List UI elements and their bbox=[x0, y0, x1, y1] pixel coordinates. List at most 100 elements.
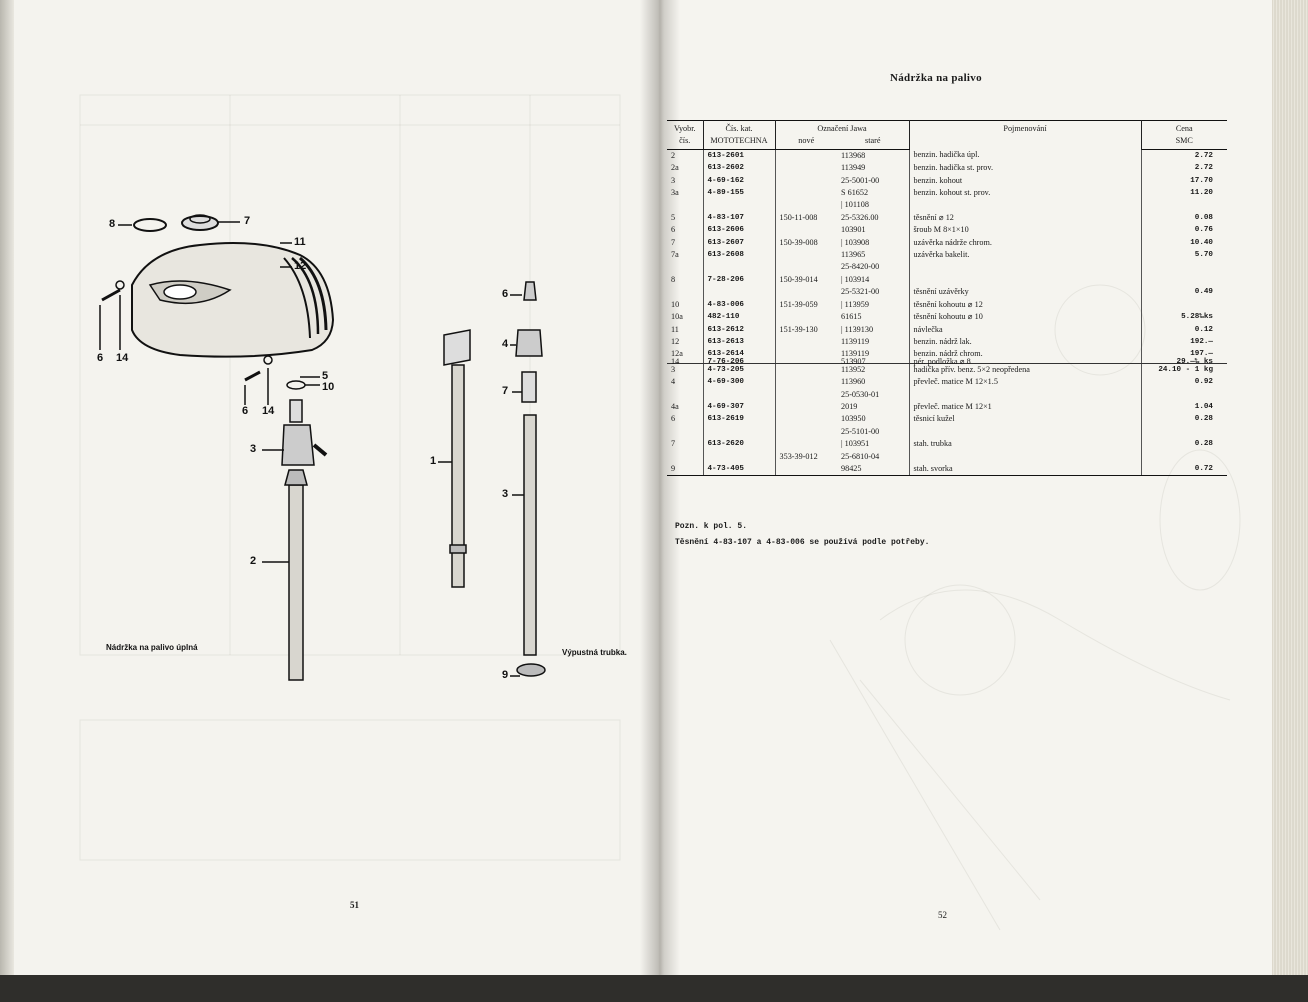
cell-price bbox=[1141, 299, 1227, 311]
cell-new: 150-11-008 bbox=[779, 212, 818, 222]
cell-cat: 482-110 bbox=[703, 311, 776, 324]
cell-price: 192.— bbox=[1190, 337, 1213, 346]
cell-new: 151-39-130 bbox=[779, 324, 818, 334]
cell-old: 113968 bbox=[837, 149, 910, 163]
cell-old: 61615 bbox=[837, 311, 910, 324]
cell-cat bbox=[703, 261, 776, 274]
cell-name: stah. svorka bbox=[909, 462, 1142, 477]
cell-new bbox=[775, 376, 837, 388]
bottom-shadow bbox=[0, 975, 1308, 1002]
cell-price: 10.40 bbox=[1190, 238, 1213, 247]
cell-new bbox=[775, 249, 837, 261]
cell-price: 2.72 bbox=[1194, 164, 1213, 173]
cell-old: 25-5101-00 bbox=[837, 425, 910, 439]
callout-7: 7 bbox=[244, 215, 251, 227]
cell-old: 25-0530-01 bbox=[837, 388, 910, 401]
cell-no bbox=[667, 286, 704, 299]
cell-no: 10 bbox=[667, 298, 704, 312]
callout-6-right: 6 bbox=[502, 288, 509, 300]
cell-no: 9 bbox=[667, 462, 704, 477]
cell-no: 14 bbox=[667, 358, 704, 365]
callout-9: 9 bbox=[502, 669, 509, 681]
outlet-tube bbox=[451, 364, 465, 588]
cell-cat: 613-2606 bbox=[703, 224, 776, 237]
header-cis: čís. bbox=[667, 135, 704, 150]
note-line-2: Těsnění 4-83-107 a 4-83-006 se používá p… bbox=[675, 538, 930, 547]
cell-cat: 4-69-162 bbox=[703, 174, 776, 188]
left-page-edge bbox=[0, 0, 14, 975]
cell-price: 0.49 bbox=[1194, 288, 1213, 297]
cell-old: S 61652 bbox=[837, 187, 910, 200]
table-row: 25-0530-01 bbox=[667, 388, 1227, 401]
cell-no: 7 bbox=[667, 438, 704, 451]
cell-price: 0.08 bbox=[1194, 213, 1213, 222]
cell-cat: 4-89-155 bbox=[703, 187, 776, 200]
cell-no: 4 bbox=[667, 376, 704, 389]
cell-no bbox=[667, 425, 704, 439]
cell-price bbox=[1141, 426, 1227, 438]
callout-6: 6 bbox=[97, 352, 104, 364]
cell-cat: 4-83-006 bbox=[703, 298, 776, 312]
cell-no: 6 bbox=[667, 224, 704, 237]
caption-fuel-tank: Nádržka na palivo úplná bbox=[106, 643, 198, 652]
caption-outlet-tube: Výpustná trubka. bbox=[562, 648, 627, 657]
cell-old: 103901 bbox=[837, 224, 910, 237]
header-smc: SMC bbox=[1141, 135, 1227, 150]
cell-new: 353-39-012 bbox=[779, 451, 818, 461]
page-number-right: 52 bbox=[938, 910, 947, 920]
cell-old: 25-5326.00 bbox=[837, 211, 910, 225]
cell-cat: 7-76-206 bbox=[703, 359, 776, 365]
cell-no: 2 bbox=[667, 149, 704, 163]
callout-2: 2 bbox=[250, 555, 257, 567]
cell-no: 5 bbox=[667, 211, 704, 225]
cell-new: 150-39-014 bbox=[779, 274, 818, 284]
cell-price: 2.72 bbox=[1194, 151, 1213, 160]
cell-new bbox=[775, 413, 837, 425]
header-cat-no: Čís. kat. bbox=[703, 120, 776, 136]
cell-no bbox=[667, 261, 704, 274]
cell-price: 0.76 bbox=[1194, 226, 1213, 235]
cell-name: těsnění kohoutu ⌀ 12 bbox=[909, 298, 1142, 312]
cell-new bbox=[775, 162, 837, 174]
cell-new bbox=[775, 224, 837, 236]
cell-cat: 613-2620 bbox=[703, 438, 776, 451]
cell-cat: 7-28-206 bbox=[703, 273, 776, 287]
cell-old: 513907 bbox=[837, 358, 910, 365]
table-row: 25-5101-00 bbox=[667, 425, 1227, 439]
callout-6-lower: 6 bbox=[242, 405, 249, 417]
cell-no: 12 bbox=[667, 335, 704, 349]
left-page bbox=[0, 0, 660, 975]
cell-old: | 1139130 bbox=[837, 323, 910, 336]
cell-cat: 613-2608 bbox=[703, 249, 776, 262]
cell-old: | 101108 bbox=[837, 199, 910, 212]
page-number-left: 51 bbox=[350, 900, 359, 910]
cell-name: převleč. matice M 12×1 bbox=[909, 400, 1142, 414]
callout-7-right: 7 bbox=[502, 385, 509, 397]
cell-cat: 613-2607 bbox=[703, 236, 776, 250]
table-row: 25-8420-00 bbox=[667, 261, 1227, 274]
callout-10: 10 bbox=[322, 381, 335, 393]
cell-new bbox=[775, 199, 837, 211]
cell-cat: 4-69-307 bbox=[703, 400, 776, 414]
cell-name: pér. podložka ⌀ 8 bbox=[909, 358, 1142, 365]
table-row: | 101108 bbox=[667, 199, 1227, 212]
cell-old: 2019 bbox=[837, 400, 910, 414]
cell-old: 25-5321-00 bbox=[837, 286, 910, 299]
cell-old: 113952 bbox=[837, 363, 910, 377]
cell-name: návlečka bbox=[909, 323, 1142, 336]
cell-new bbox=[775, 149, 837, 162]
cell-no: 2a bbox=[667, 162, 704, 175]
callout-14: 14 bbox=[116, 352, 129, 364]
cell-name: těsnicí kužel bbox=[909, 413, 1142, 426]
fuel-tap bbox=[289, 399, 303, 423]
cell-old: | 103951 bbox=[837, 438, 910, 451]
cell-no: 12a bbox=[667, 348, 704, 361]
